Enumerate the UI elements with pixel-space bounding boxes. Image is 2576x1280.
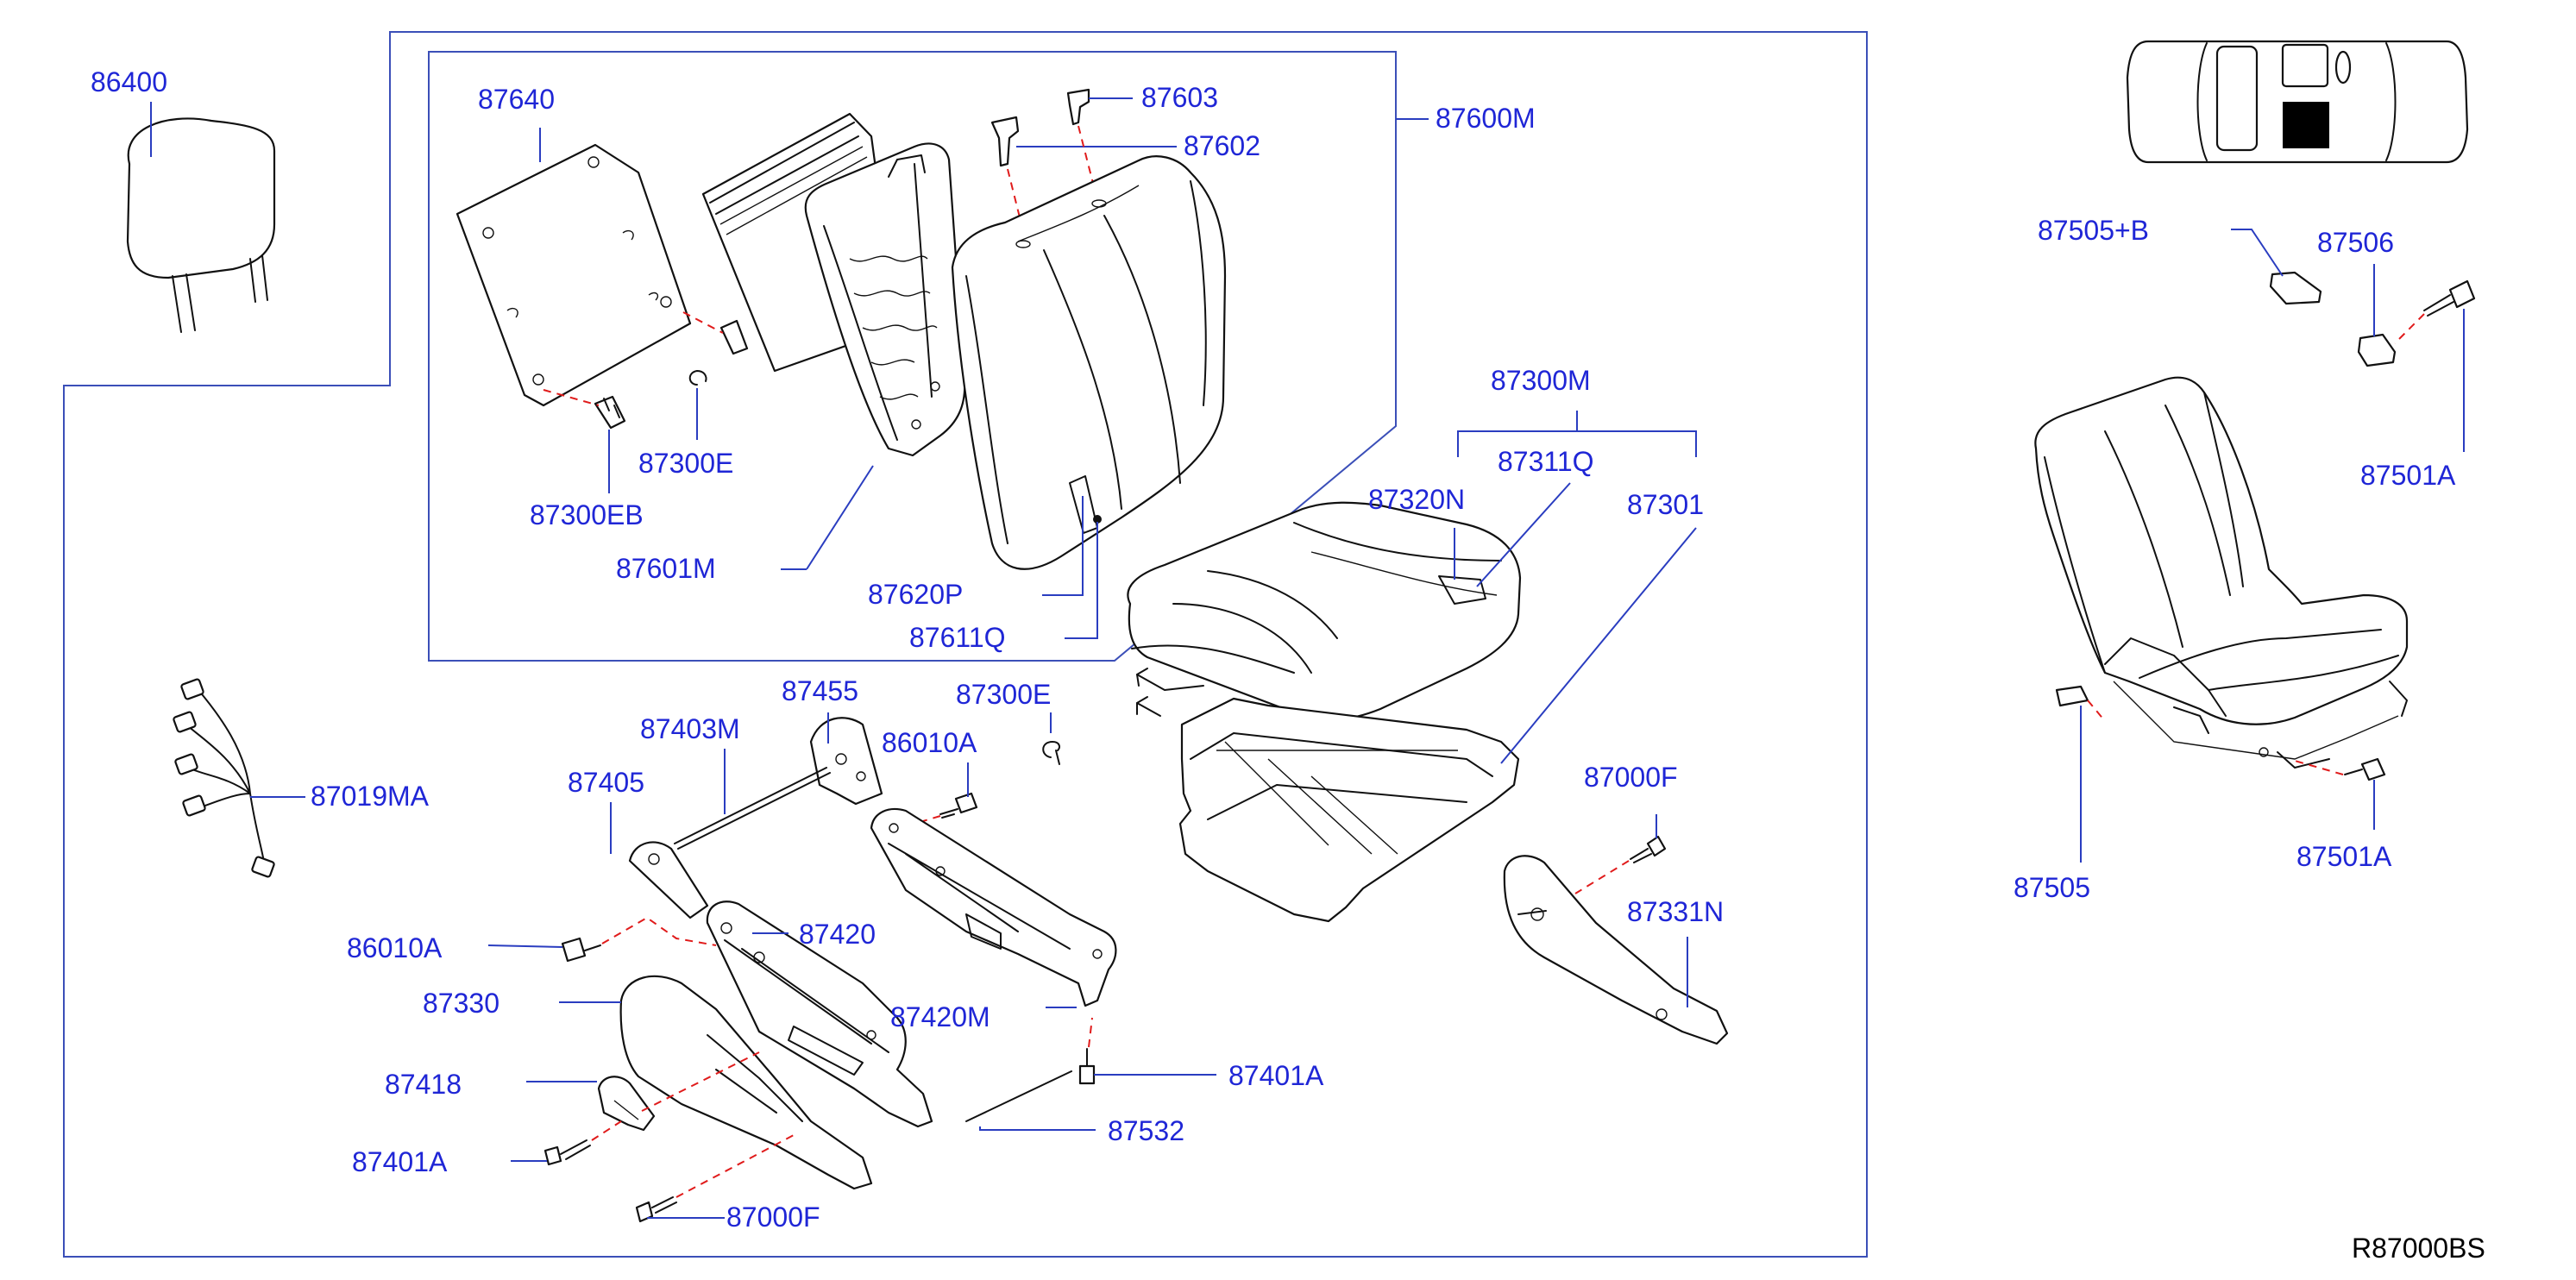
seatback-assembly-part bbox=[951, 155, 1227, 570]
dashed-leader-87000F-lower bbox=[675, 1134, 795, 1198]
headrest-part bbox=[126, 117, 276, 333]
leader-87311Q bbox=[1476, 482, 1571, 587]
label-86400: 86400 bbox=[91, 66, 167, 97]
diagram-code: R87000BS bbox=[2352, 1233, 2485, 1264]
label-87000F-lower: 87000F bbox=[726, 1202, 820, 1233]
seat-rail-87420M-part bbox=[870, 807, 1117, 1007]
outer-frame bbox=[63, 31, 1868, 1258]
label-87600M: 87600M bbox=[1436, 103, 1536, 134]
label-87301: 87301 bbox=[1627, 489, 1704, 520]
label-87602: 87602 bbox=[1184, 130, 1260, 161]
label-87601M: 87601M bbox=[616, 553, 716, 584]
label-87330: 87330 bbox=[423, 988, 499, 1019]
dashed-leader-86010A-lower bbox=[601, 916, 717, 946]
label-87300M: 87300M bbox=[1491, 365, 1591, 396]
label-87420: 87420 bbox=[799, 919, 876, 950]
dashed-leader-87300EB bbox=[543, 389, 600, 406]
seat-rail-87420-part bbox=[706, 900, 933, 1128]
dashed-leader-87501A-lower bbox=[2294, 760, 2344, 775]
label-87320N: 87320N bbox=[1368, 484, 1465, 515]
trim-87331N-part bbox=[1503, 855, 1729, 1045]
wire-harness-part bbox=[173, 678, 275, 878]
leader-87532 bbox=[979, 1126, 1096, 1131]
bracket-87506-part bbox=[2357, 333, 2397, 367]
leader-87301 bbox=[1500, 527, 1697, 764]
label-87300EB: 87300EB bbox=[530, 499, 644, 530]
dashed-leader-87000F-upper bbox=[1574, 860, 1630, 894]
label-87620P: 87620P bbox=[868, 579, 963, 610]
label-87455: 87455 bbox=[782, 675, 858, 706]
bolt-87501A-upper-part bbox=[2423, 279, 2476, 317]
seatback-board-part bbox=[456, 143, 692, 407]
cover-87505-part bbox=[2055, 685, 2089, 707]
spring-87532-part bbox=[965, 1070, 1072, 1122]
ring-clip-87300E-part bbox=[688, 370, 707, 386]
bolt-87501A-lower-part bbox=[2344, 757, 2386, 781]
screw-87401A-left-part bbox=[543, 1139, 591, 1166]
leader-87505B bbox=[2231, 229, 2284, 277]
leader-87601M bbox=[806, 465, 874, 570]
leader-86010A-lower bbox=[487, 944, 563, 948]
label-87401A-right: 87401A bbox=[1228, 1060, 1324, 1091]
label-87300E-lower: 87300E bbox=[956, 679, 1051, 710]
board-clip-part bbox=[719, 319, 749, 355]
label-87505B: 87505+B bbox=[2038, 215, 2149, 246]
complete-seat-illustration bbox=[2034, 376, 2409, 769]
ring-clip-87300E-lower-part bbox=[1042, 741, 1060, 765]
dashed-leader-87602 bbox=[1007, 168, 1024, 232]
label-87405: 87405 bbox=[568, 767, 644, 798]
leader-87620P bbox=[1042, 496, 1084, 596]
dashed-leader-87401A-left bbox=[591, 1120, 622, 1141]
label-87401A-left: 87401A bbox=[352, 1146, 448, 1177]
bolt-86010A-upper-part bbox=[939, 792, 978, 819]
lever-87405-part bbox=[628, 841, 709, 919]
cushion-frame-part bbox=[1136, 668, 1520, 923]
knob-87418-part bbox=[597, 1076, 656, 1132]
seat-cushion-part bbox=[1127, 501, 1522, 721]
dashed-leader-board-clip bbox=[682, 311, 724, 334]
label-87019MA: 87019MA bbox=[311, 781, 430, 812]
label-87418: 87418 bbox=[385, 1069, 462, 1100]
cover-87505B-part bbox=[2269, 271, 2322, 305]
dashed-leader-87505 bbox=[2087, 700, 2106, 722]
label-87420M: 87420M bbox=[890, 1001, 990, 1032]
label-87300E-upper: 87300E bbox=[638, 448, 733, 479]
label-87603: 87603 bbox=[1141, 82, 1218, 113]
bolt-87401A-right-part bbox=[1078, 1048, 1096, 1085]
label-86010A-upper: 86010A bbox=[882, 727, 977, 758]
label-87311Q: 87311Q bbox=[1498, 446, 1594, 477]
label-86010A-lower: 86010A bbox=[347, 932, 443, 963]
clip-87603-part bbox=[1066, 88, 1090, 126]
label-87640: 87640 bbox=[478, 84, 555, 115]
clip-87300EB-part bbox=[594, 395, 626, 430]
label-87505: 87505 bbox=[2014, 872, 2090, 903]
cover-87330-part bbox=[619, 975, 873, 1190]
screw-87000F-upper-part bbox=[1630, 835, 1667, 863]
label-87532: 87532 bbox=[1108, 1115, 1184, 1146]
label-87000F-upper: 87000F bbox=[1584, 762, 1678, 793]
vehicle-top-view-icon bbox=[2126, 40, 2469, 164]
label-87506: 87506 bbox=[2317, 227, 2394, 258]
rod-87403M-part bbox=[674, 767, 827, 844]
screw-87000F-lower-part bbox=[635, 1196, 677, 1223]
leader-87611Q bbox=[1065, 522, 1098, 639]
bolt-86010A-lower-part bbox=[561, 937, 601, 963]
dashed-leader-86010A-upper bbox=[922, 815, 941, 822]
label-87501A-lower: 87501A bbox=[2296, 841, 2392, 872]
label-87501A-upper: 87501A bbox=[2360, 460, 2456, 491]
label-87611Q: 87611Q bbox=[909, 622, 1006, 653]
label-87331N: 87331N bbox=[1627, 896, 1724, 927]
bracket-87455-part bbox=[809, 717, 883, 806]
seatback-frame-part bbox=[804, 142, 966, 457]
dashed-leader-87401A-right bbox=[1088, 1017, 1093, 1048]
dashed-leader-87501A-upper bbox=[2394, 313, 2425, 344]
clip-87602-part bbox=[990, 116, 1020, 167]
label-87403M: 87403M bbox=[640, 713, 740, 744]
